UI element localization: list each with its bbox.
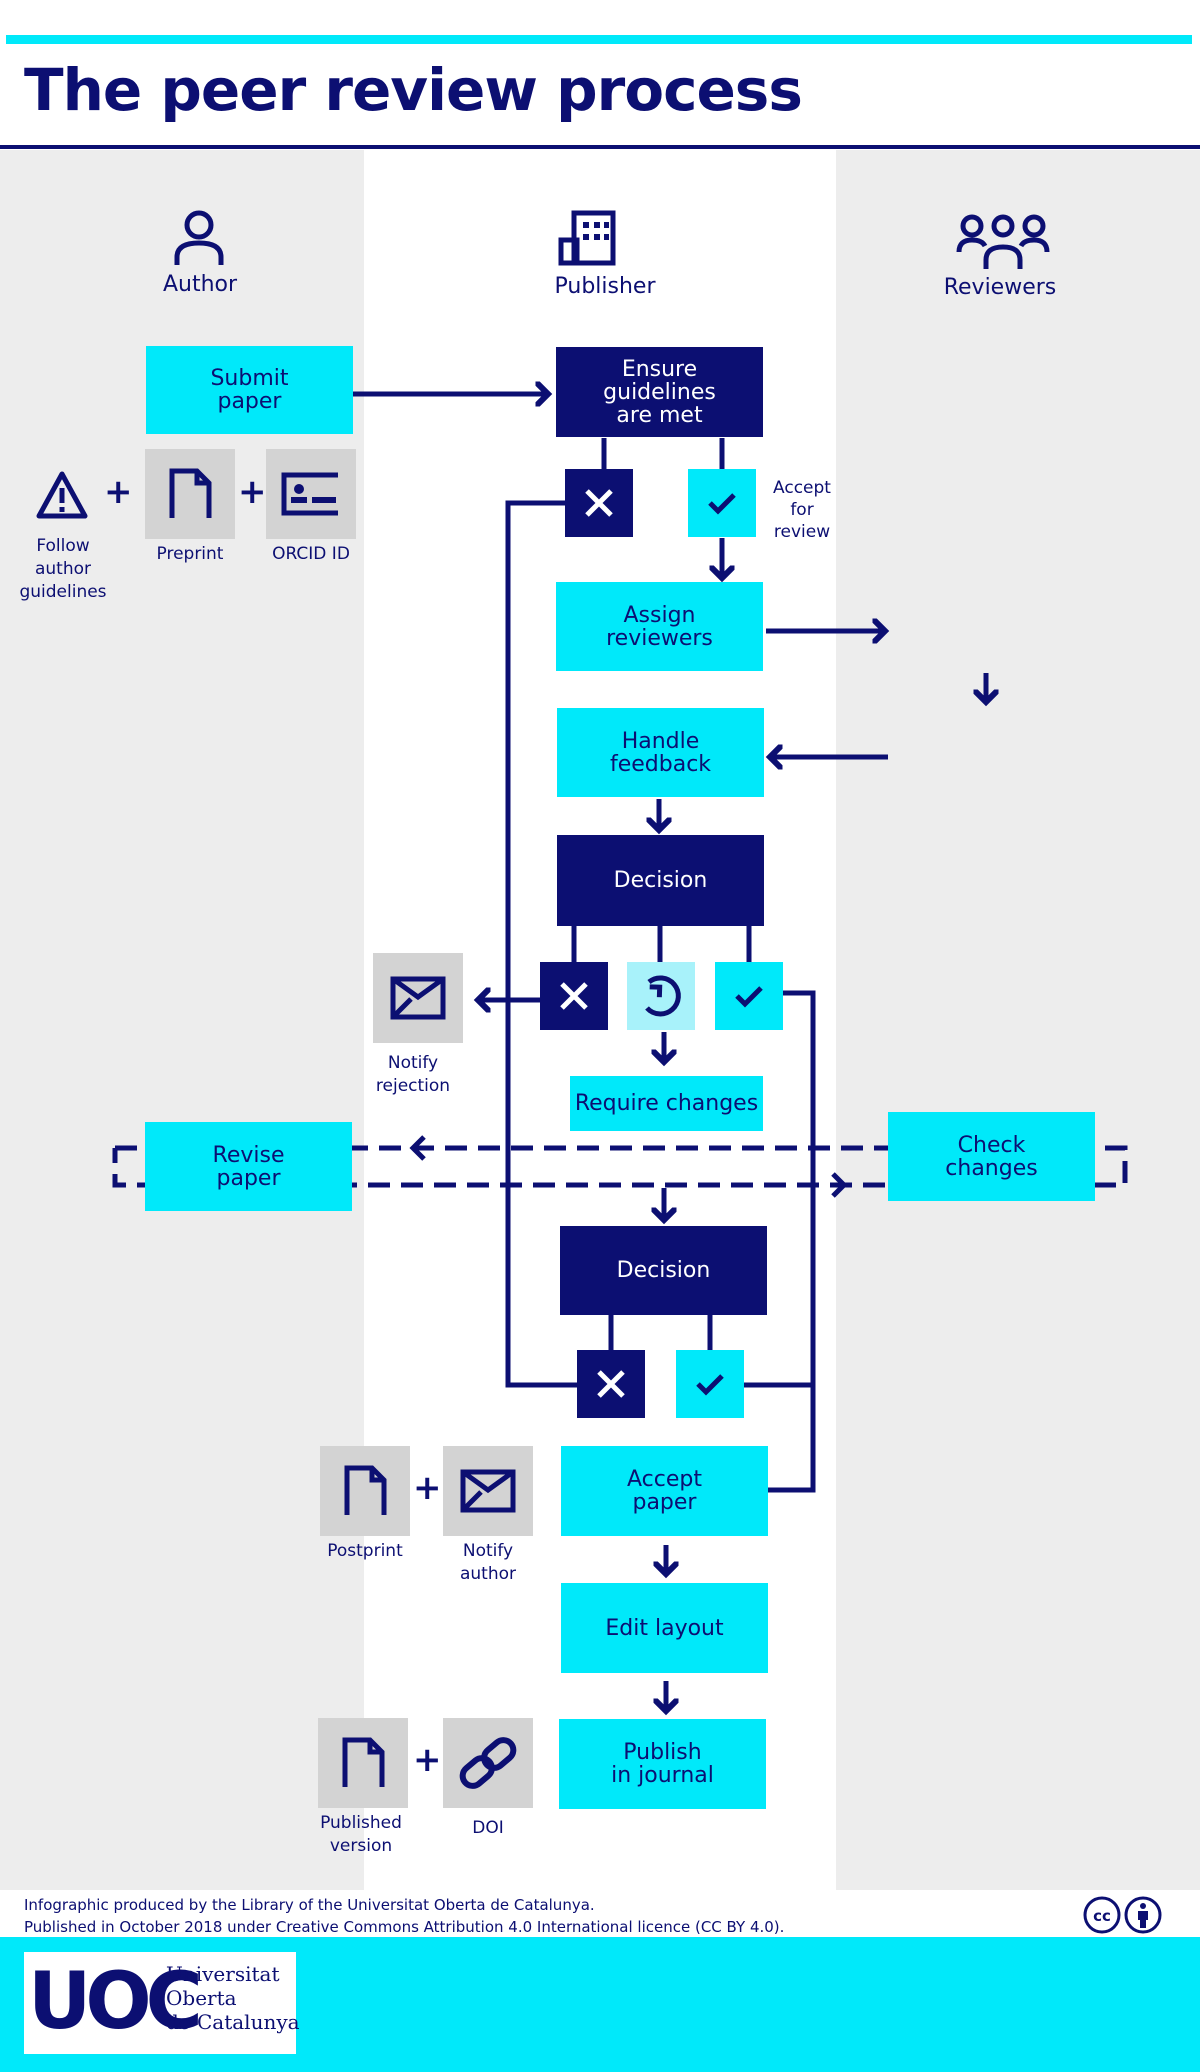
postprint-label: Postprint <box>327 1541 403 1561</box>
accept-for-review-label: Accept for review <box>773 478 831 542</box>
reject-square <box>540 962 608 1030</box>
notify-rejection-label: Notify rejection <box>375 1053 451 1096</box>
group-icon <box>956 214 1050 269</box>
envelope-icon <box>460 1469 516 1513</box>
document-icon <box>342 1737 385 1787</box>
postprint-icon-box <box>320 1446 410 1536</box>
warning-icon <box>36 471 88 519</box>
footer-line-2: Published in October 2018 under Creative… <box>24 1918 785 1936</box>
orcid-label: ORCID ID <box>272 544 350 564</box>
line-accept-path <box>768 990 816 1493</box>
notify-author-icon-box <box>443 1446 533 1536</box>
plus-sign: + <box>238 472 267 512</box>
footer-line-1: Infographic produced by the Library of t… <box>24 1896 595 1914</box>
changes-square <box>627 962 695 1030</box>
arrow-loop-left <box>409 1135 426 1161</box>
doi-label: DOI <box>472 1818 504 1838</box>
cc-icon <box>1083 1896 1121 1934</box>
uoc-logo-text: Universitat Oberta de Catalunya <box>166 1962 300 2034</box>
accept-square <box>688 469 756 537</box>
building-icon <box>558 210 616 266</box>
require-changes-box: Require changes <box>570 1076 763 1131</box>
link-icon <box>459 1737 517 1789</box>
handle-feedback-box: Handle feedback <box>557 708 764 797</box>
check-icon <box>696 1374 724 1396</box>
column-header-author: Author <box>162 272 238 297</box>
dashed-revision-loop <box>112 1145 1128 1188</box>
check-icon <box>735 986 763 1008</box>
cross-icon <box>560 982 588 1010</box>
reviewers-column <box>836 150 1200 1890</box>
publish-in-journal-box: Publish in journal <box>559 1719 766 1809</box>
edit-layout-box: Edit layout <box>561 1583 768 1673</box>
revise-paper-box: Revise paper <box>145 1122 352 1211</box>
title-rule <box>0 145 1200 149</box>
cross-icon <box>597 1370 625 1398</box>
preprint-icon-box <box>145 449 235 539</box>
page-title: The peer review process <box>24 56 803 124</box>
decision-box-1: Decision <box>557 835 764 926</box>
id-card-icon <box>281 472 338 516</box>
document-icon <box>169 468 212 518</box>
top-accent-bar <box>6 35 1192 44</box>
uoc-logo-mark: UOC <box>28 1957 203 2047</box>
person-icon <box>174 210 224 265</box>
column-header-reviewers: Reviewers <box>943 275 1057 300</box>
submit-paper-box: Submit paper <box>146 346 353 434</box>
doi-icon-box <box>443 1718 533 1808</box>
accept-square <box>715 962 783 1030</box>
preprint-label: Preprint <box>156 544 224 564</box>
decision-box-2: Decision <box>560 1226 767 1315</box>
follow-guidelines-label: Follow author guidelines <box>19 536 107 602</box>
arrow-loop-right <box>831 1172 848 1198</box>
plus-sign: + <box>413 1468 442 1508</box>
reject-square <box>577 1350 645 1418</box>
document-icon <box>344 1465 387 1515</box>
footer-credits: Infographic produced by the Library of t… <box>24 1894 784 1938</box>
plus-sign: + <box>413 1740 442 1780</box>
orcid-icon-box <box>266 449 356 539</box>
plus-sign: + <box>104 472 133 512</box>
notify-rejection-icon-box <box>373 953 463 1043</box>
accept-square <box>676 1350 744 1418</box>
published-version-label: Published version <box>320 1813 402 1856</box>
column-header-publisher: Publisher <box>554 274 656 299</box>
accept-paper-box: Accept paper <box>561 1446 768 1536</box>
check-icon <box>708 493 736 515</box>
author-column <box>0 150 364 1890</box>
line-rejection-path <box>505 500 578 1388</box>
ensure-guidelines-box: Ensure guidelines are met <box>556 347 763 437</box>
reject-square <box>565 469 633 537</box>
refresh-icon <box>645 975 681 1017</box>
published-version-icon-box <box>318 1718 408 1808</box>
envelope-icon <box>390 976 446 1020</box>
assign-reviewers-box: Assign reviewers <box>556 582 763 671</box>
cc-by-license-icon: cc <box>1083 1896 1162 1934</box>
uoc-logo <box>24 1952 296 2054</box>
notify-author-label: Notify author <box>459 1541 517 1584</box>
svg-text:cc: cc <box>1093 1907 1111 1925</box>
check-changes-box: Check changes <box>888 1112 1095 1201</box>
cross-icon <box>585 489 613 517</box>
